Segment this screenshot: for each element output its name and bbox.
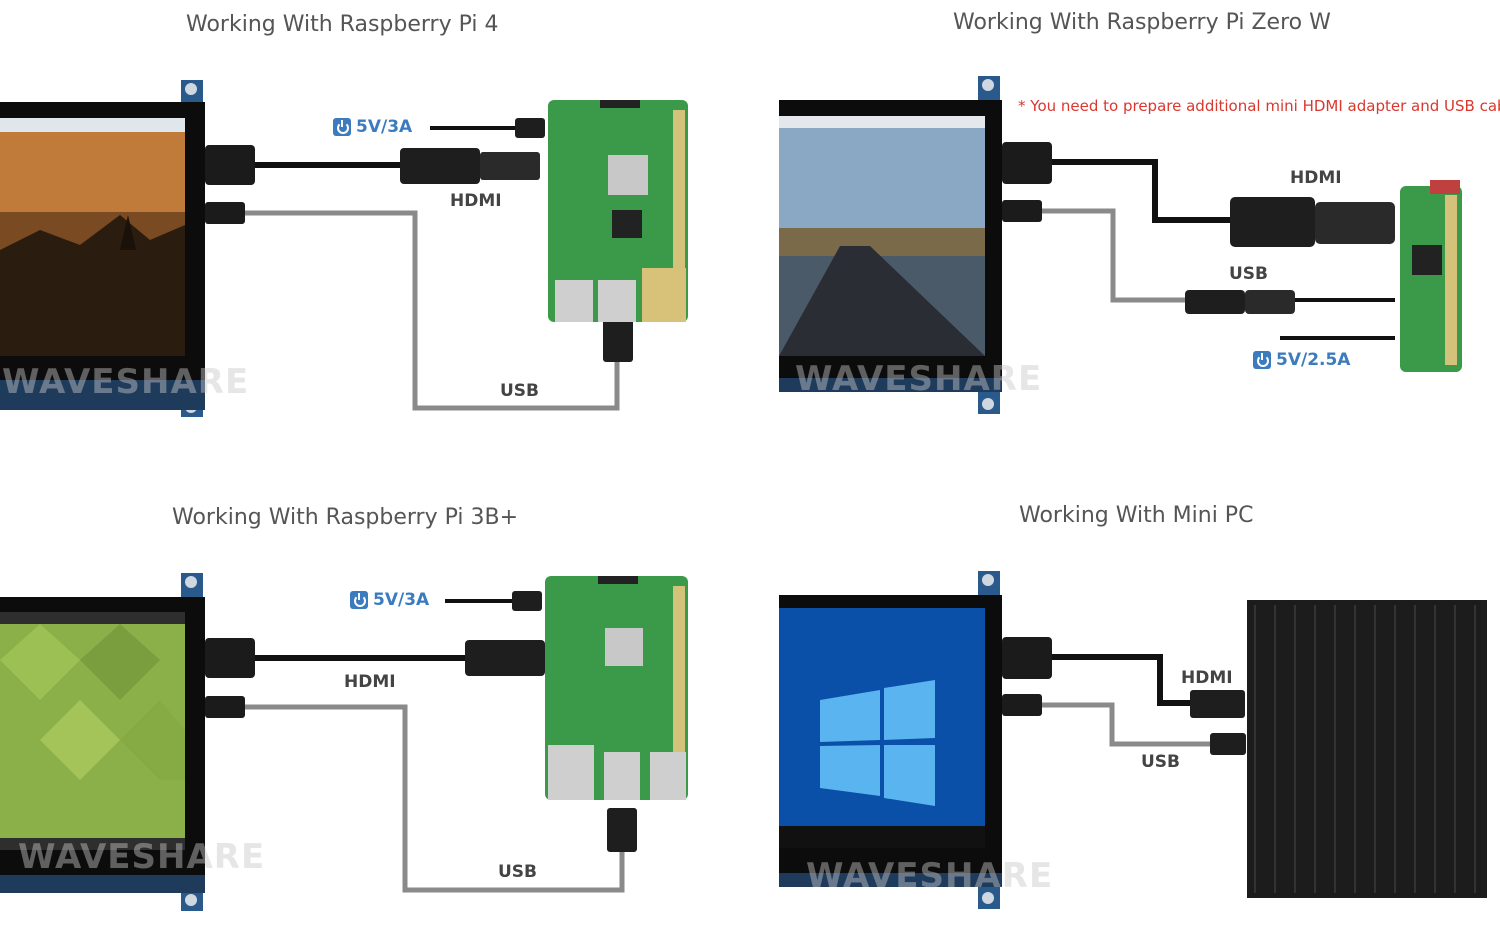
power-value: 5V/3A [356,117,413,137]
hdmi-port [205,145,255,185]
zero-diagram [779,76,1462,414]
hdmi-label: HDMI [450,191,502,211]
usb-cable [1042,702,1210,747]
display-screen [0,80,205,417]
hdmi-cable [1052,159,1230,223]
hdmi-cable [1052,654,1190,706]
watermark: WAVESHARE [2,362,250,402]
adapter-note: * You need to prepare additional mini HD… [1018,97,1500,115]
usb-label: USB [1141,752,1181,772]
watermark: WAVESHARE [795,359,1043,399]
usb-cable [245,704,625,893]
usb-port [205,696,245,718]
raspberry-pi-3b-plus-board [545,576,688,800]
raspberry-pi-zero-board [1400,180,1462,372]
usb-port [1002,200,1042,222]
watermark: WAVESHARE [806,856,1054,896]
hdmi-port [1002,637,1052,679]
hdmi-port [1002,142,1052,184]
display-screen [779,76,1002,414]
usb-port [205,202,245,224]
power-label: 5V/2.5A [1253,350,1350,370]
power-icon [1253,351,1271,369]
hdmi-port [205,638,255,678]
display-screen [0,573,205,911]
usb-cable [245,210,620,411]
power-label: 5V/3A [350,590,429,610]
hdmi-label: HDMI [344,672,396,692]
usb-label: USB [498,862,538,882]
hdmi-label: HDMI [1290,168,1342,188]
mini-pc-case [1247,600,1487,898]
panel-title: Working With Raspberry Pi 3B+ [172,505,519,530]
power-icon [350,591,368,609]
hdmi-label: HDMI [1181,668,1233,688]
power-label: 5V/3A [333,117,412,137]
display-screen [779,571,1002,909]
panel-title: Working With Raspberry Pi 4 [186,12,499,37]
power-value: 5V/3A [373,590,430,610]
power-value: 5V/2.5A [1276,350,1351,370]
panel-title: Working With Mini PC [1019,503,1254,528]
watermark: WAVESHARE [18,837,266,877]
power-icon [333,118,351,136]
raspberry-pi-4-board [548,100,688,322]
usb-label: USB [500,381,540,401]
usb-port [1002,694,1042,716]
pi4-diagram [0,80,688,417]
pi3-diagram [0,573,688,911]
usb-cable [1042,208,1185,303]
panel-title: Working With Raspberry Pi Zero W [953,10,1331,35]
usb-label: USB [1229,264,1269,284]
